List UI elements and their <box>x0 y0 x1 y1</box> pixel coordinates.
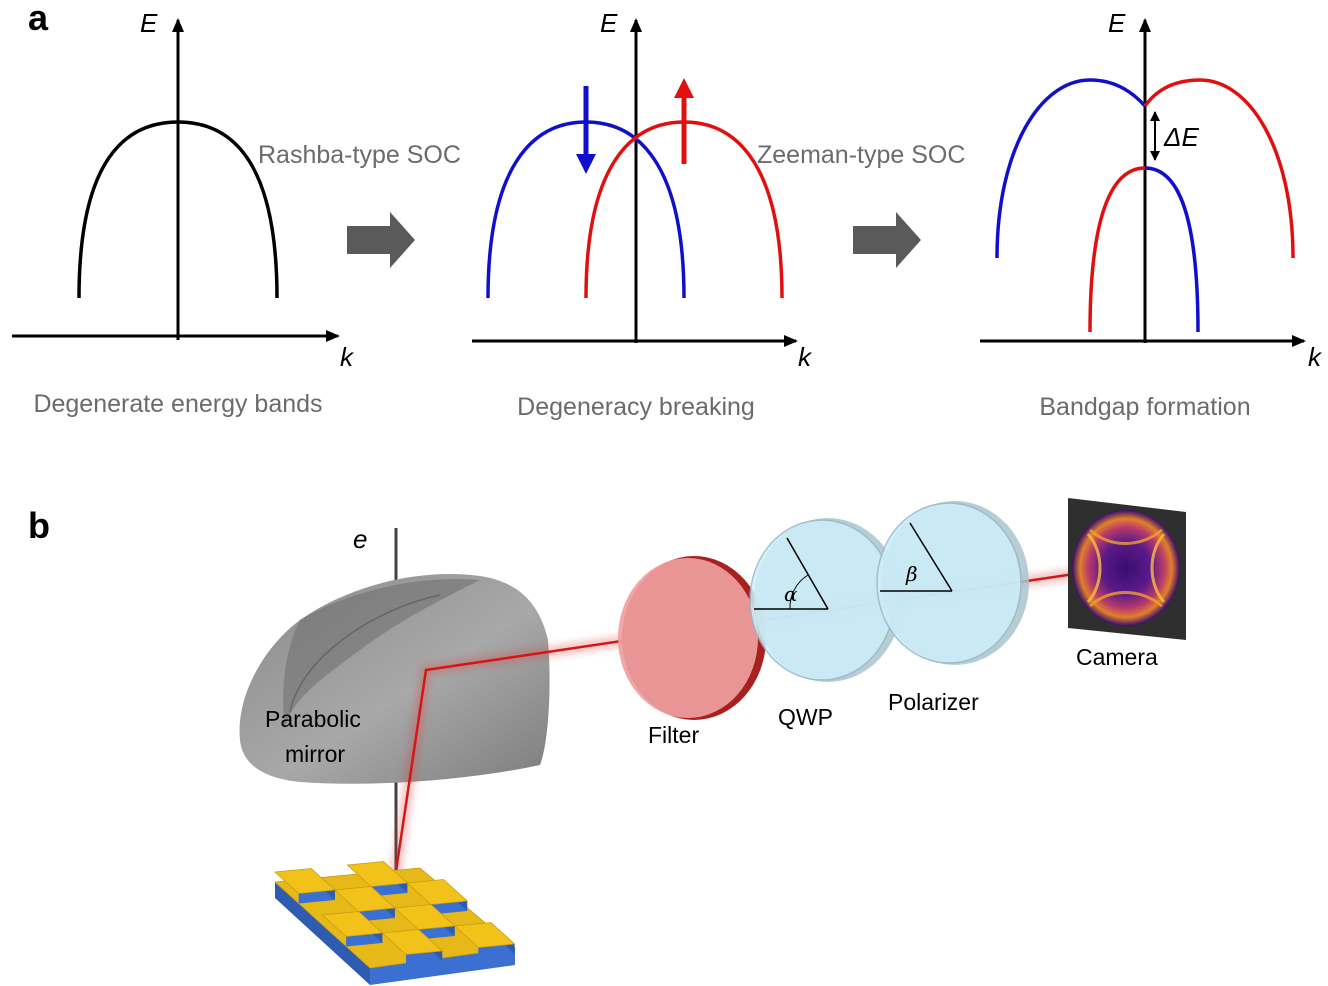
mirror-label-line-1: Parabolic <box>265 706 361 732</box>
y-axis-label: E <box>1108 8 1126 38</box>
filter <box>618 556 766 720</box>
upper-band-left <box>995 78 1147 259</box>
caption-gap: Bandgap formation <box>1039 393 1250 421</box>
quarter-wave-plate <box>749 518 902 682</box>
polarizer-angle-label: β <box>905 562 918 586</box>
transition-label-rashba: Rashba-type SOC <box>258 141 461 169</box>
panel-a-label: a <box>28 0 49 38</box>
camera <box>1068 498 1186 640</box>
gap-label: ΔE <box>1163 122 1199 152</box>
x-axis-label: k <box>798 342 813 372</box>
band-diagram-gap: E k ΔE Bandgap formation <box>980 8 1323 421</box>
spin-up-arrow <box>674 78 694 164</box>
qwp-angle-label: α <box>784 582 798 606</box>
parabolic-mirror <box>239 574 550 784</box>
mirror-label-line-2: mirror <box>285 741 345 767</box>
polarizer-label: Polarizer <box>888 689 979 715</box>
band-diagram-degenerate: E k Degenerate energy bands <box>12 8 355 418</box>
x-axis-label: k <box>1308 342 1323 372</box>
spin-down-arrow <box>576 86 596 174</box>
polarizer <box>876 501 1029 665</box>
degenerate-band <box>77 120 279 299</box>
qwp-label: QWP <box>778 704 833 730</box>
upper-band-right <box>1143 78 1295 259</box>
x-axis-label: k <box>340 342 355 372</box>
band-diagram-split: E k Degeneracy breaking <box>472 8 813 421</box>
y-axis-label: E <box>600 8 618 38</box>
transition-arrow-2 <box>853 212 921 268</box>
lower-band-left <box>1088 166 1146 333</box>
transition-label-zeeman: Zeeman-type SOC <box>757 141 965 169</box>
y-axis-label: E <box>140 8 158 38</box>
beam-label: e <box>353 524 367 554</box>
lower-band-right <box>1144 166 1200 333</box>
panel-b-label: b <box>28 505 50 546</box>
caption-degenerate: Degenerate energy bands <box>33 390 322 418</box>
caption-split: Degeneracy breaking <box>517 393 755 421</box>
sample <box>274 861 516 985</box>
camera-label: Camera <box>1076 644 1158 670</box>
filter-label: Filter <box>648 722 699 748</box>
transition-arrow-1 <box>347 212 415 268</box>
